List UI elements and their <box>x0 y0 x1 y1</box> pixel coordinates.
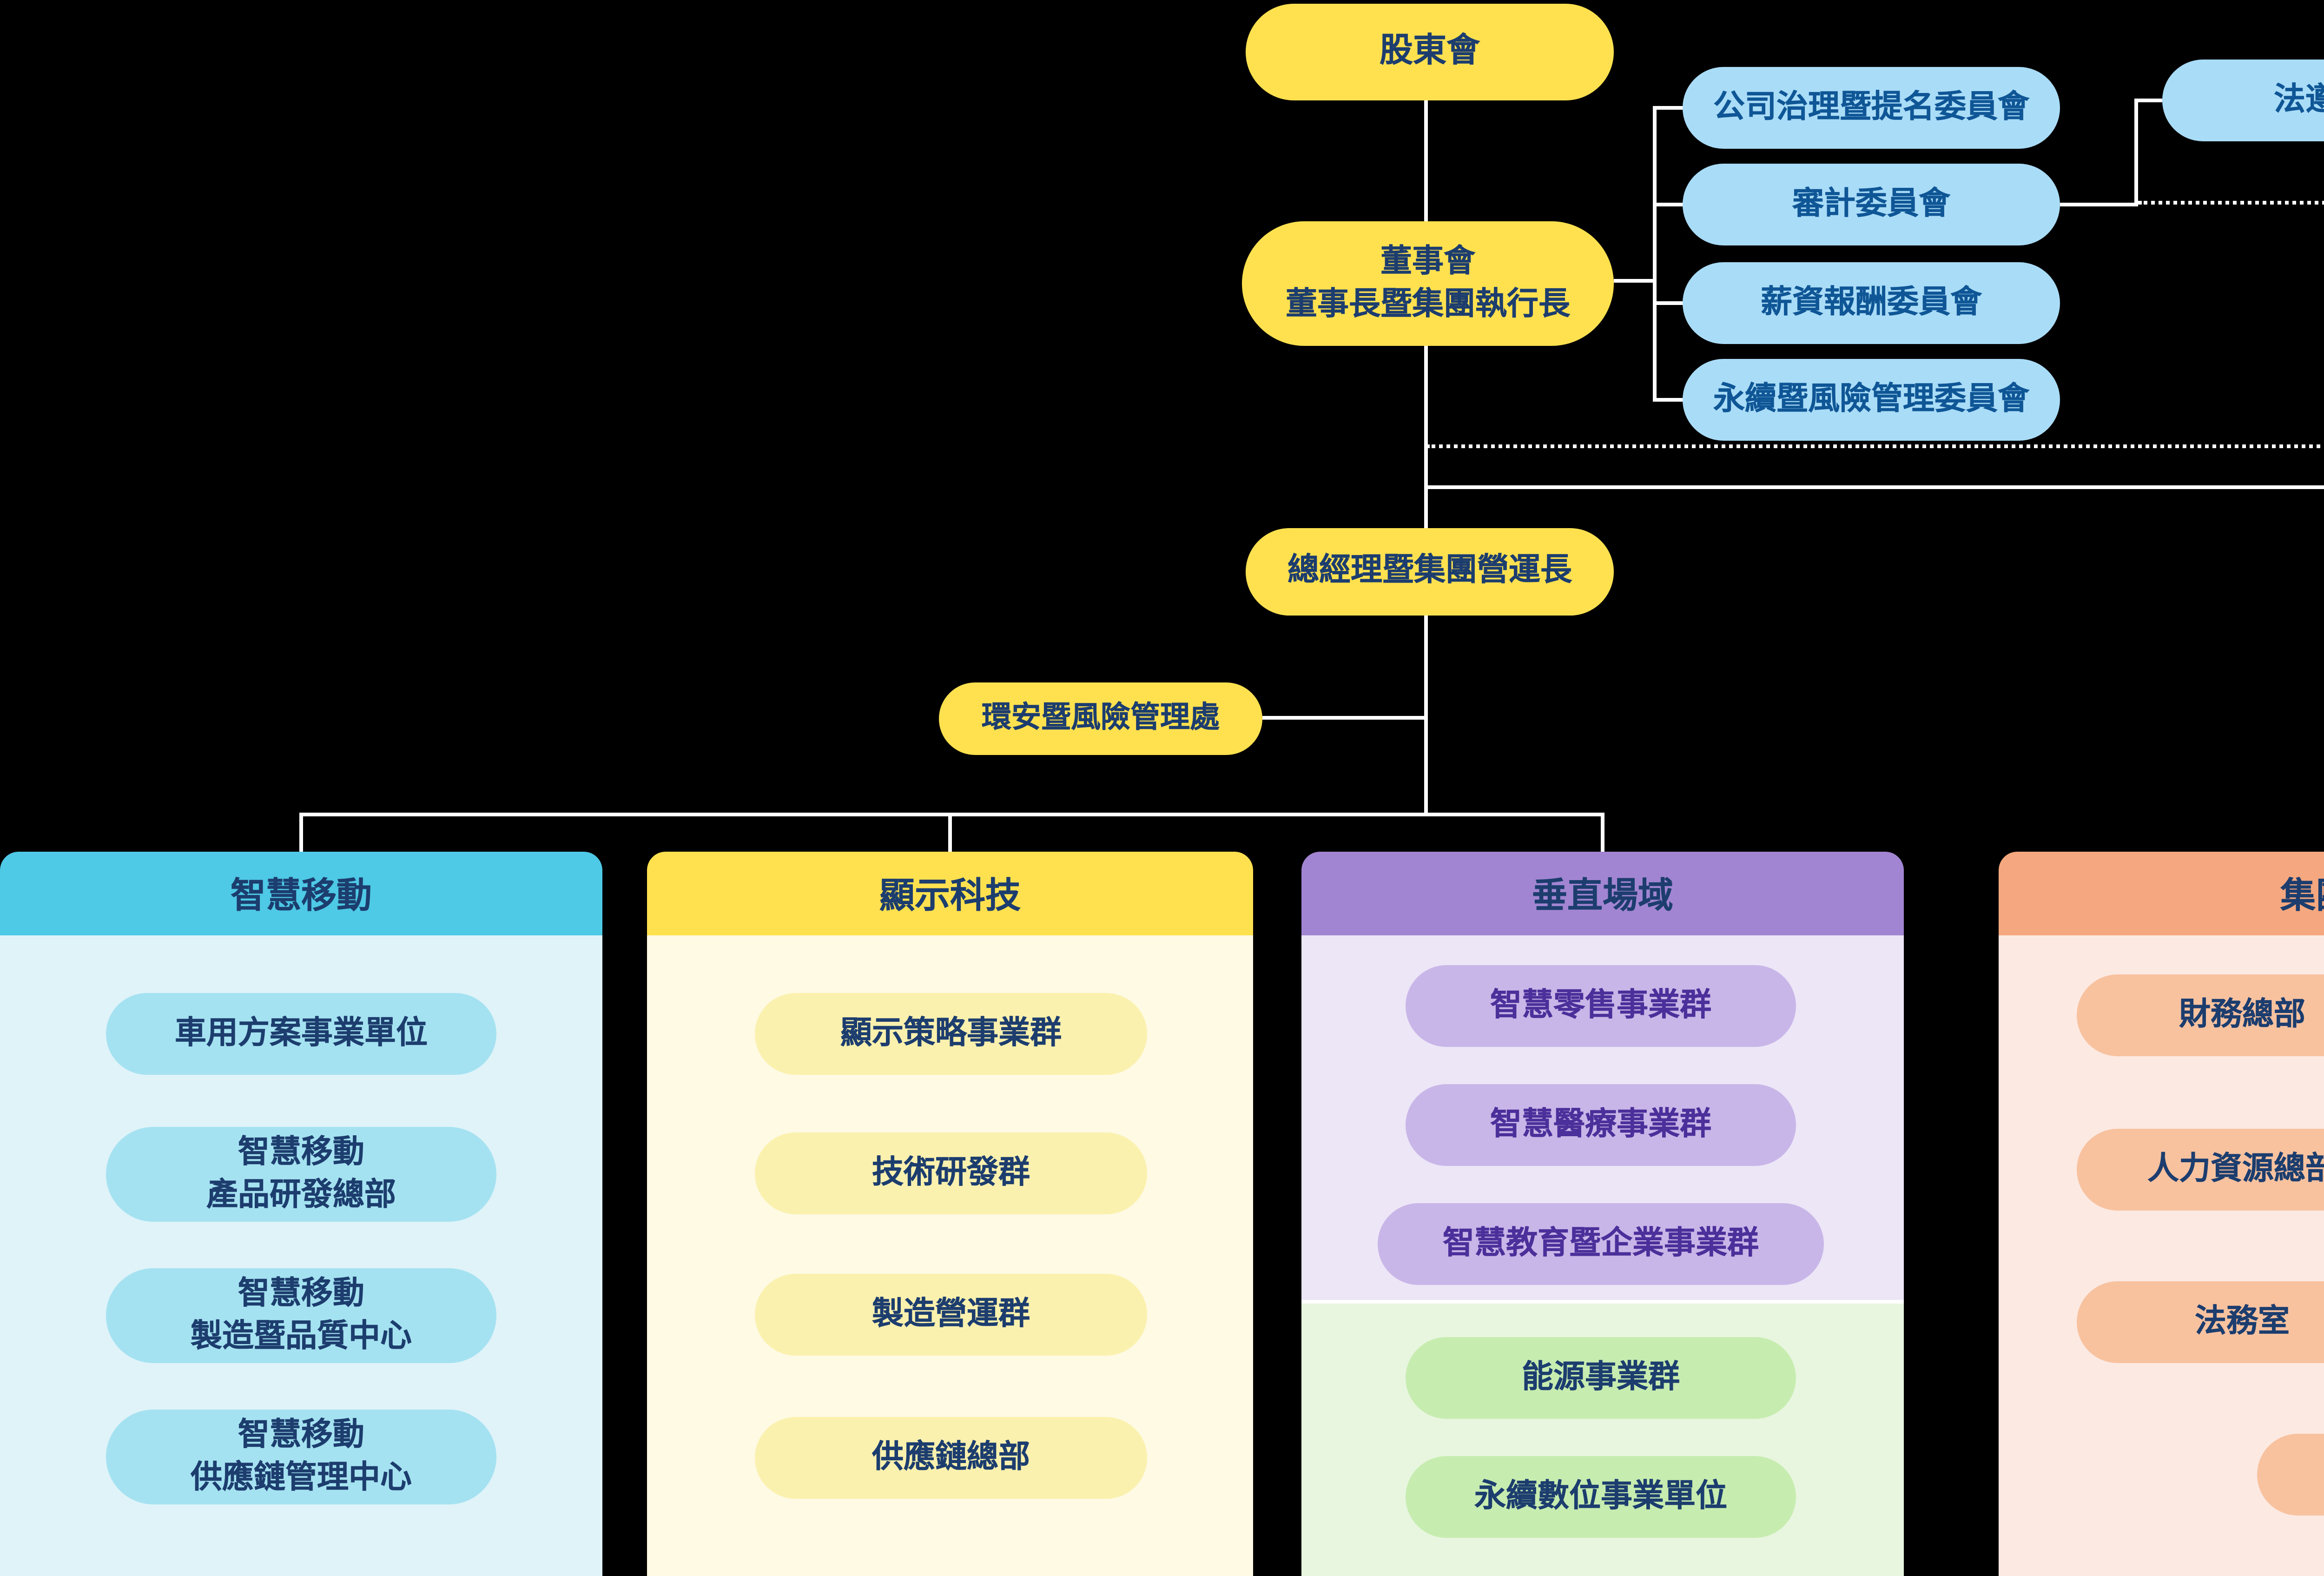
connector-line <box>1424 485 2324 489</box>
connector-line <box>1653 301 1684 305</box>
connector-line <box>1653 203 1684 206</box>
connector-line <box>1614 279 1655 283</box>
connector-line <box>1262 716 1426 720</box>
node-ehs-office: 環安暨風險管理處 <box>939 682 1262 755</box>
node-compliance-counsel: 法遵總顧問 <box>2162 60 2324 141</box>
unit-tech-rd: 技術研發群 <box>755 1132 1147 1214</box>
division-header-display-tech: 顯示科技 <box>647 852 1253 935</box>
unit-supply-chain-hq: 供應鏈總部 <box>755 1417 1147 1499</box>
unit-mobility-supply-chain: 智慧移動 供應鏈管理中心 <box>106 1410 496 1504</box>
connector-line <box>2060 203 2138 206</box>
unit-mfg-operations: 製造營運群 <box>755 1274 1147 1356</box>
unit-sustainable-digital: 永續數位事業單位 <box>1406 1456 1796 1538</box>
connector-line <box>1424 100 1428 223</box>
unit-mobility-mfg-quality: 智慧移動 製造暨品質中心 <box>106 1268 496 1363</box>
committee-sustainability-risk: 永續暨風險管理委員會 <box>1683 359 2060 441</box>
connector-line <box>1653 106 1684 110</box>
committee-compensation: 薪資報酬委員會 <box>1683 262 2060 344</box>
connector-line <box>2138 99 2162 102</box>
division-panel-vertical-domains: 垂直場域 智慧零售事業群 智慧醫療事業群 智慧教育暨企業事業群 能源事業群 永續… <box>1301 852 1904 1576</box>
connector-line <box>1601 813 1604 852</box>
unit-smart-healthcare: 智慧醫療事業群 <box>1406 1084 1796 1166</box>
unit-energy: 能源事業群 <box>1406 1337 1796 1419</box>
unit-hr-hq: 人力資源總部 <box>2077 1129 2324 1211</box>
node-president: 總經理暨集團營運長 <box>1246 528 1614 616</box>
unit-smart-education-enterprise: 智慧教育暨企業事業群 <box>1378 1203 1824 1285</box>
division-header-vertical-domains: 垂直場域 <box>1301 852 1904 935</box>
node-shareholders: 股東會 <box>1246 4 1614 100</box>
connector-line <box>299 813 303 852</box>
connector-line <box>948 813 952 852</box>
division-panel-display-tech: 顯示科技 顯示策略事業群 技術研發群 製造營運群 供應鏈總部 <box>647 852 1253 1576</box>
unit-audit-office: 稽核管理處 <box>2257 1434 2324 1516</box>
unit-mobility-product-rd: 智慧移動 產品研發總部 <box>106 1127 496 1222</box>
unit-finance-hq: 財務總部 <box>2077 974 2324 1056</box>
committee-governance-nomination: 公司治理暨提名委員會 <box>1683 67 2060 149</box>
unit-display-strategy: 顯示策略事業群 <box>755 993 1147 1075</box>
node-board: 董事會 董事長暨集團執行長 <box>1242 221 1614 346</box>
connector-line <box>1653 106 1657 402</box>
committee-audit: 審計委員會 <box>1683 164 2060 245</box>
division-header-group-support: 集團營運支援單位 <box>1999 852 2324 935</box>
unit-automotive-solutions: 車用方案事業單位 <box>106 993 496 1075</box>
section-divider <box>1301 1300 1904 1304</box>
division-panel-group-support: 集團營運支援單位 財務總部 數位技術發展總部 人力資源總部 永續發展總部 法務室… <box>1999 852 2324 1576</box>
unit-smart-retail: 智慧零售事業群 <box>1406 965 1796 1047</box>
connector-line <box>1653 398 1684 402</box>
connector-dotted-line <box>1426 444 2324 448</box>
connector-dotted-line <box>2138 201 2324 205</box>
division-panel-smart-mobility: 智慧移動 車用方案事業單位 智慧移動 產品研發總部 智慧移動 製造暨品質中心 智… <box>0 852 602 1576</box>
connector-line <box>299 813 1604 816</box>
division-header-smart-mobility: 智慧移動 <box>0 852 602 935</box>
unit-legal-office: 法務室 <box>2077 1281 2324 1363</box>
connector-line <box>2134 99 2138 206</box>
